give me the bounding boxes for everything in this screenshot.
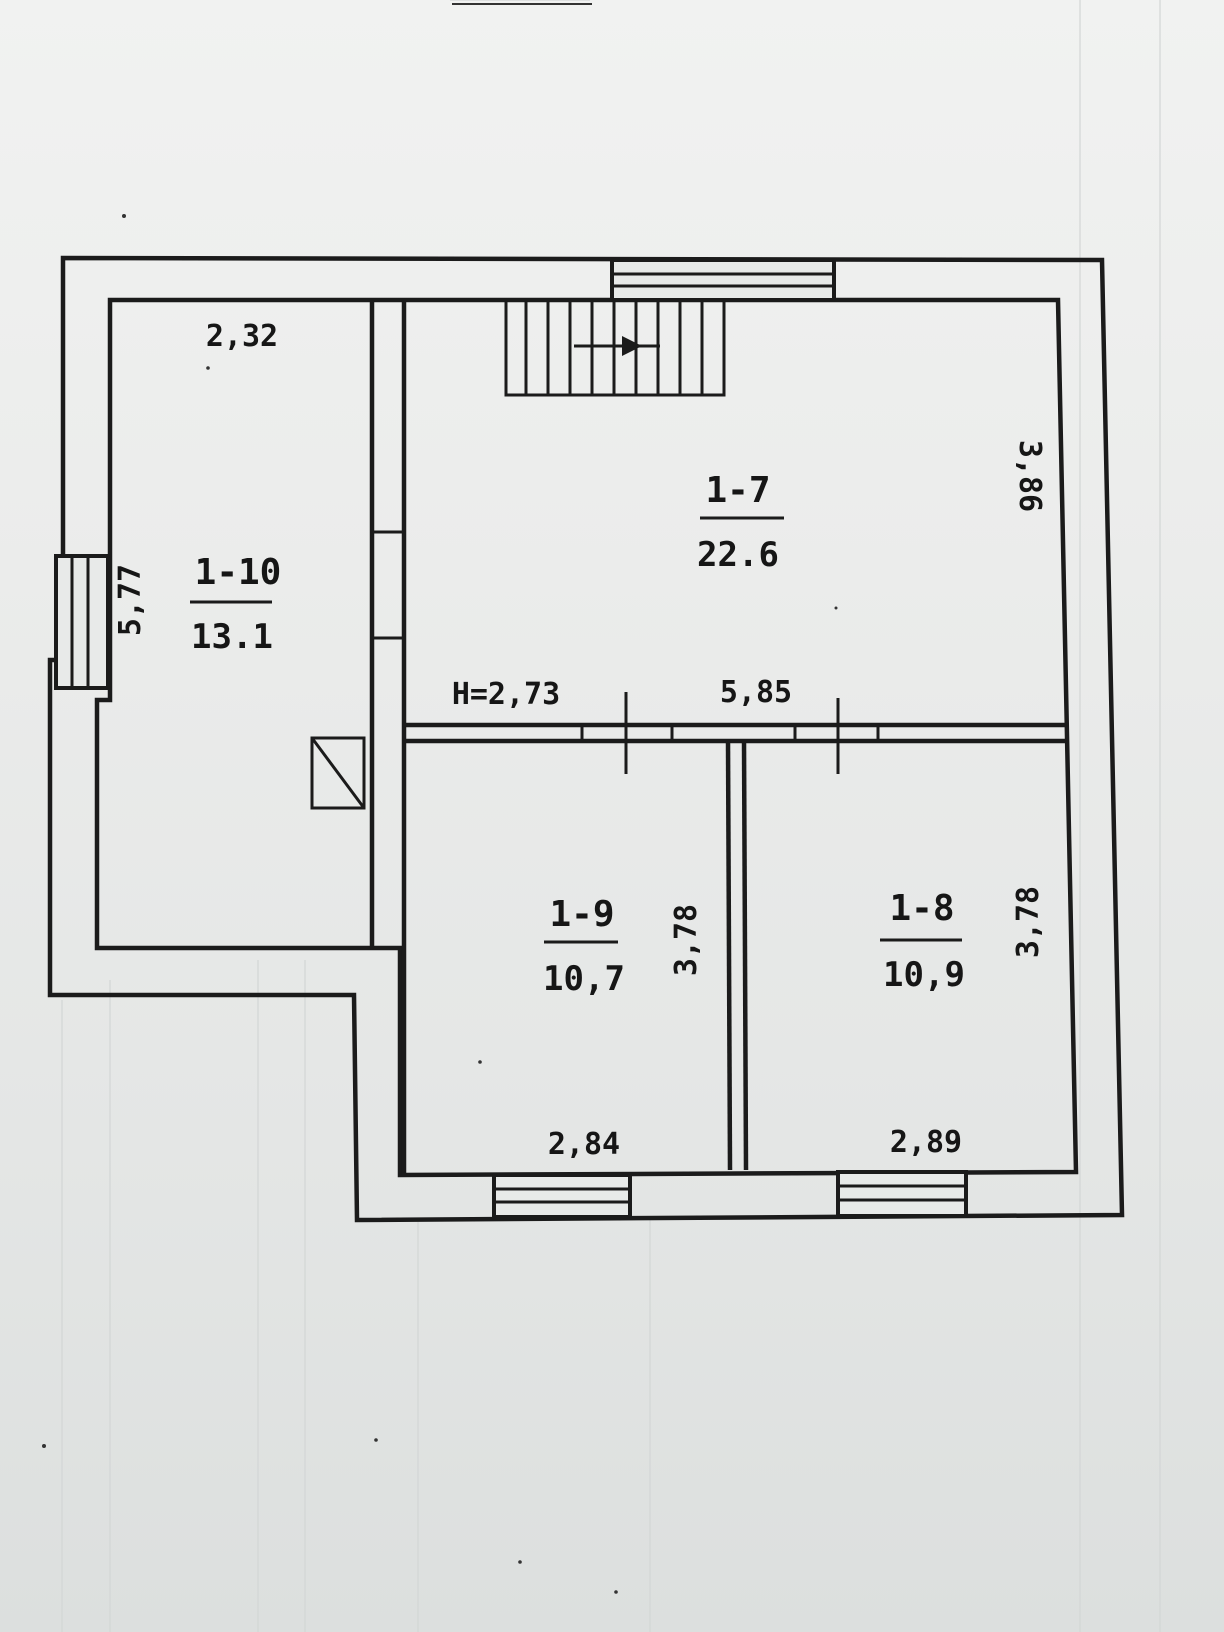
window-left-icon xyxy=(54,554,110,690)
room-area: 10,7 xyxy=(543,959,625,999)
room-id: 1-8 xyxy=(889,888,954,929)
room-area: 10,9 xyxy=(883,955,965,995)
dimension-height: H=2,73 xyxy=(452,677,560,712)
dimension-bottom-left: 2,84 xyxy=(548,1127,620,1162)
window-bottom-right-icon xyxy=(836,1170,968,1218)
room-id: 1-7 xyxy=(705,470,770,511)
window-bottom-left-icon xyxy=(492,1173,632,1219)
dimension-bottom-right: 2,89 xyxy=(890,1125,962,1160)
dimension-top-left: 2,32 xyxy=(206,319,278,354)
arrow-icon xyxy=(622,336,642,356)
dimension-mid-width: 5,85 xyxy=(720,675,792,710)
room-1-9: 1-9 10,7 xyxy=(543,894,625,999)
room-area: 22.6 xyxy=(697,535,779,575)
dimension-right-upper: 3,86 xyxy=(1012,440,1047,512)
dimension-mid-vertical: 3,78 xyxy=(669,904,704,976)
inner-wall xyxy=(94,297,1079,1178)
staircase-icon xyxy=(504,302,726,397)
paper-specks xyxy=(42,214,838,1594)
partition-vertical-right xyxy=(741,740,749,1171)
room-area: 13.1 xyxy=(191,617,273,657)
room-id: 1-9 xyxy=(549,894,614,935)
window-top-icon xyxy=(610,258,836,302)
room-1-10: 1-10 13.1 xyxy=(190,552,281,657)
room-id: 1-10 xyxy=(195,552,282,593)
paper-texture xyxy=(61,0,1161,1632)
partition-vertical-left xyxy=(725,740,733,1171)
room-1-8: 1-8 10,9 xyxy=(880,888,965,995)
dimension-left-side: 5,77 xyxy=(113,564,148,636)
ventilation-duct-icon xyxy=(310,736,366,810)
dimension-right-lower: 3,78 xyxy=(1011,886,1046,958)
room-1-7: 1-7 22.6 xyxy=(697,470,784,575)
